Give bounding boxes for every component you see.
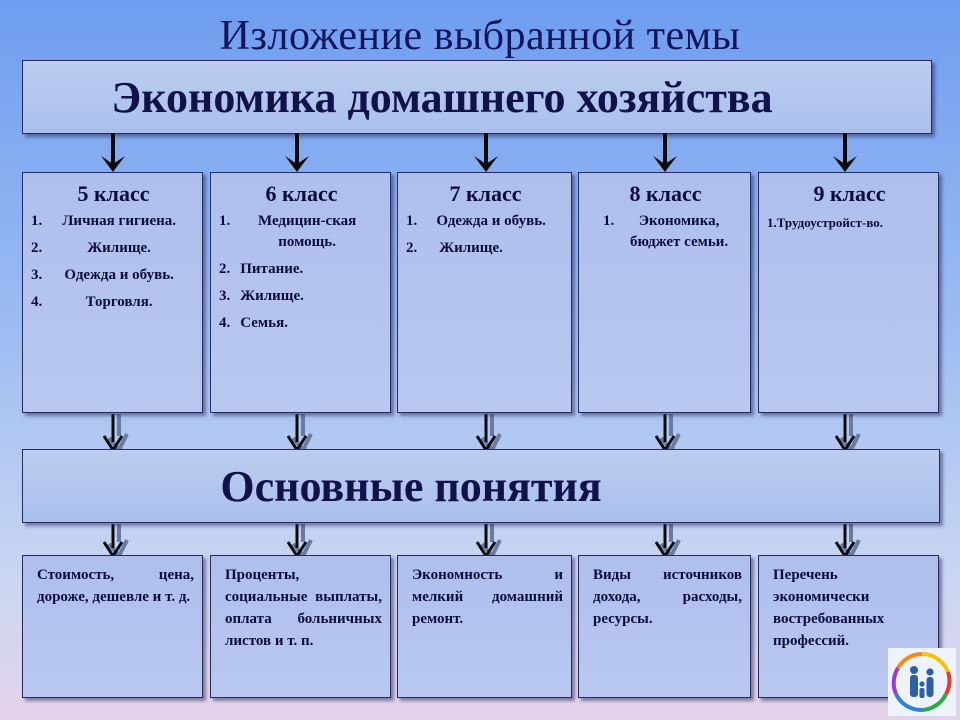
grade-topic-item: 1. Экономика, бюджет семьи. bbox=[587, 211, 744, 253]
item-number: 3. bbox=[219, 288, 231, 304]
grade-box-5: 5 класс 1. Личная гигиена. 2. Жилище. 3. Од… bbox=[22, 172, 203, 413]
grade-box-9: 9 класс 1.Трудоустройст-во. bbox=[758, 172, 939, 413]
item-text: Медицин-ская помощь. bbox=[257, 213, 357, 250]
grade-topic-item: 2. Жилище. bbox=[406, 238, 565, 259]
grade-topic-list: 1. Медицин-ская помощь. 2. Питание. 3. Жили… bbox=[219, 211, 384, 334]
arrow-row-top bbox=[101, 133, 857, 172]
concept-box-6: Проценты, социальные выплаты, оплата бол… bbox=[210, 555, 391, 698]
arrow-head bbox=[653, 156, 677, 172]
grade-topic-item: 1.Трудоустройст-во. bbox=[767, 211, 932, 235]
grade-topic-list: 1. Личная гигиена. 2. Жилище. 3. Одежда и о… bbox=[31, 211, 196, 313]
grade-topic-item: 1. Медицин-ская помощь. bbox=[219, 211, 384, 253]
grade-topic-item: 3. Одежда и обувь. bbox=[31, 265, 196, 286]
item-text: Жилище. bbox=[439, 240, 503, 256]
arrow-row-middle bbox=[102, 414, 861, 454]
grade-topic-list: 1. Экономика, бюджет семьи. bbox=[587, 211, 744, 253]
grade-title: 8 класс bbox=[629, 181, 702, 206]
family-icon bbox=[888, 648, 956, 716]
concept-text: Проценты, социальные выплаты, оплата бол… bbox=[225, 567, 382, 649]
concept-box-7: Экономность и мелкий домашний ремонт. bbox=[397, 555, 572, 698]
item-text: Питание. bbox=[240, 261, 304, 277]
item-text: Жилище. bbox=[87, 240, 151, 256]
grade-title: 5 класс bbox=[77, 181, 150, 206]
grade-topic-item: 2. Жилище. bbox=[31, 238, 196, 259]
main-topic-banner: Экономика домашнего хозяйства bbox=[22, 60, 932, 134]
item-number: 4. bbox=[219, 315, 231, 331]
concept-text: Стоимость, цена, дороже, дешевле и т. д. bbox=[37, 567, 194, 605]
concept-box-8: Виды источников дохода, расходы, ресурсы… bbox=[578, 555, 751, 698]
item-number: 4. bbox=[31, 294, 43, 310]
grade-title: 6 класс bbox=[265, 181, 338, 206]
grade-topic-item: 4. Семья. bbox=[219, 313, 384, 334]
item-text: Трудоустройст-во. bbox=[776, 215, 884, 230]
item-text: Одежда и обувь. bbox=[436, 213, 546, 229]
arrow-row-bottom bbox=[102, 524, 861, 560]
item-number: 2. bbox=[406, 240, 418, 256]
grade-topic-item: 4. Торговля. bbox=[31, 292, 196, 313]
item-text: Торговля. bbox=[85, 294, 153, 310]
item-number: 1. bbox=[219, 213, 231, 229]
grade-topic-list: 1.Трудоустройст-во. bbox=[767, 211, 932, 235]
arrow-head bbox=[474, 156, 498, 172]
concept-text: Перечень экономически востребованных про… bbox=[773, 567, 885, 649]
item-text: Экономика, бюджет семьи. bbox=[630, 213, 729, 250]
item-number: 1. bbox=[767, 215, 777, 230]
arrow-head bbox=[285, 156, 309, 172]
item-text: Одежда и обувь. bbox=[64, 267, 174, 283]
grade-topic-item: 1. Одежда и обувь. bbox=[406, 211, 565, 232]
concepts-banner: Основные понятия bbox=[22, 449, 940, 523]
grade-box-6: 6 класс 1. Медицин-ская помощь. 2. Питание… bbox=[210, 172, 391, 413]
item-number: 1. bbox=[31, 213, 43, 229]
grade-box-8: 8 класс 1. Экономика, бюджет семьи. bbox=[578, 172, 751, 413]
item-number: 2. bbox=[31, 240, 43, 256]
concept-text: Экономность и мелкий домашний ремонт. bbox=[412, 567, 563, 627]
concept-text: Виды источников дохода, расходы, ресурсы… bbox=[593, 567, 742, 627]
item-text: Жилище. bbox=[240, 288, 304, 304]
concept-box-5: Стоимость, цена, дороже, дешевле и т. д. bbox=[22, 555, 203, 698]
item-number: 3. bbox=[31, 267, 43, 283]
grade-topic-item: 3. Жилище. bbox=[219, 286, 384, 307]
grade-topic-list: 1. Одежда и обувь. 2. Жилище. bbox=[406, 211, 565, 259]
item-text: Личная гигиена. bbox=[62, 213, 176, 229]
page-title: Изложение выбранной темы bbox=[219, 13, 741, 59]
grade-box-7: 7 класс 1. Одежда и обувь. 2. Жилище. bbox=[397, 172, 572, 413]
item-text: Семья. bbox=[240, 315, 288, 331]
arrow-head bbox=[101, 156, 125, 172]
grade-topic-item: 1. Личная гигиена. bbox=[31, 211, 196, 232]
item-number: 2. bbox=[219, 261, 231, 277]
grade-title: 7 класс bbox=[449, 181, 522, 206]
item-number: 1. bbox=[603, 213, 615, 229]
item-number: 1. bbox=[406, 213, 418, 229]
grade-topic-item: 2. Питание. bbox=[219, 259, 384, 280]
arrow-head bbox=[833, 156, 857, 172]
grade-title: 9 класс bbox=[813, 181, 886, 206]
